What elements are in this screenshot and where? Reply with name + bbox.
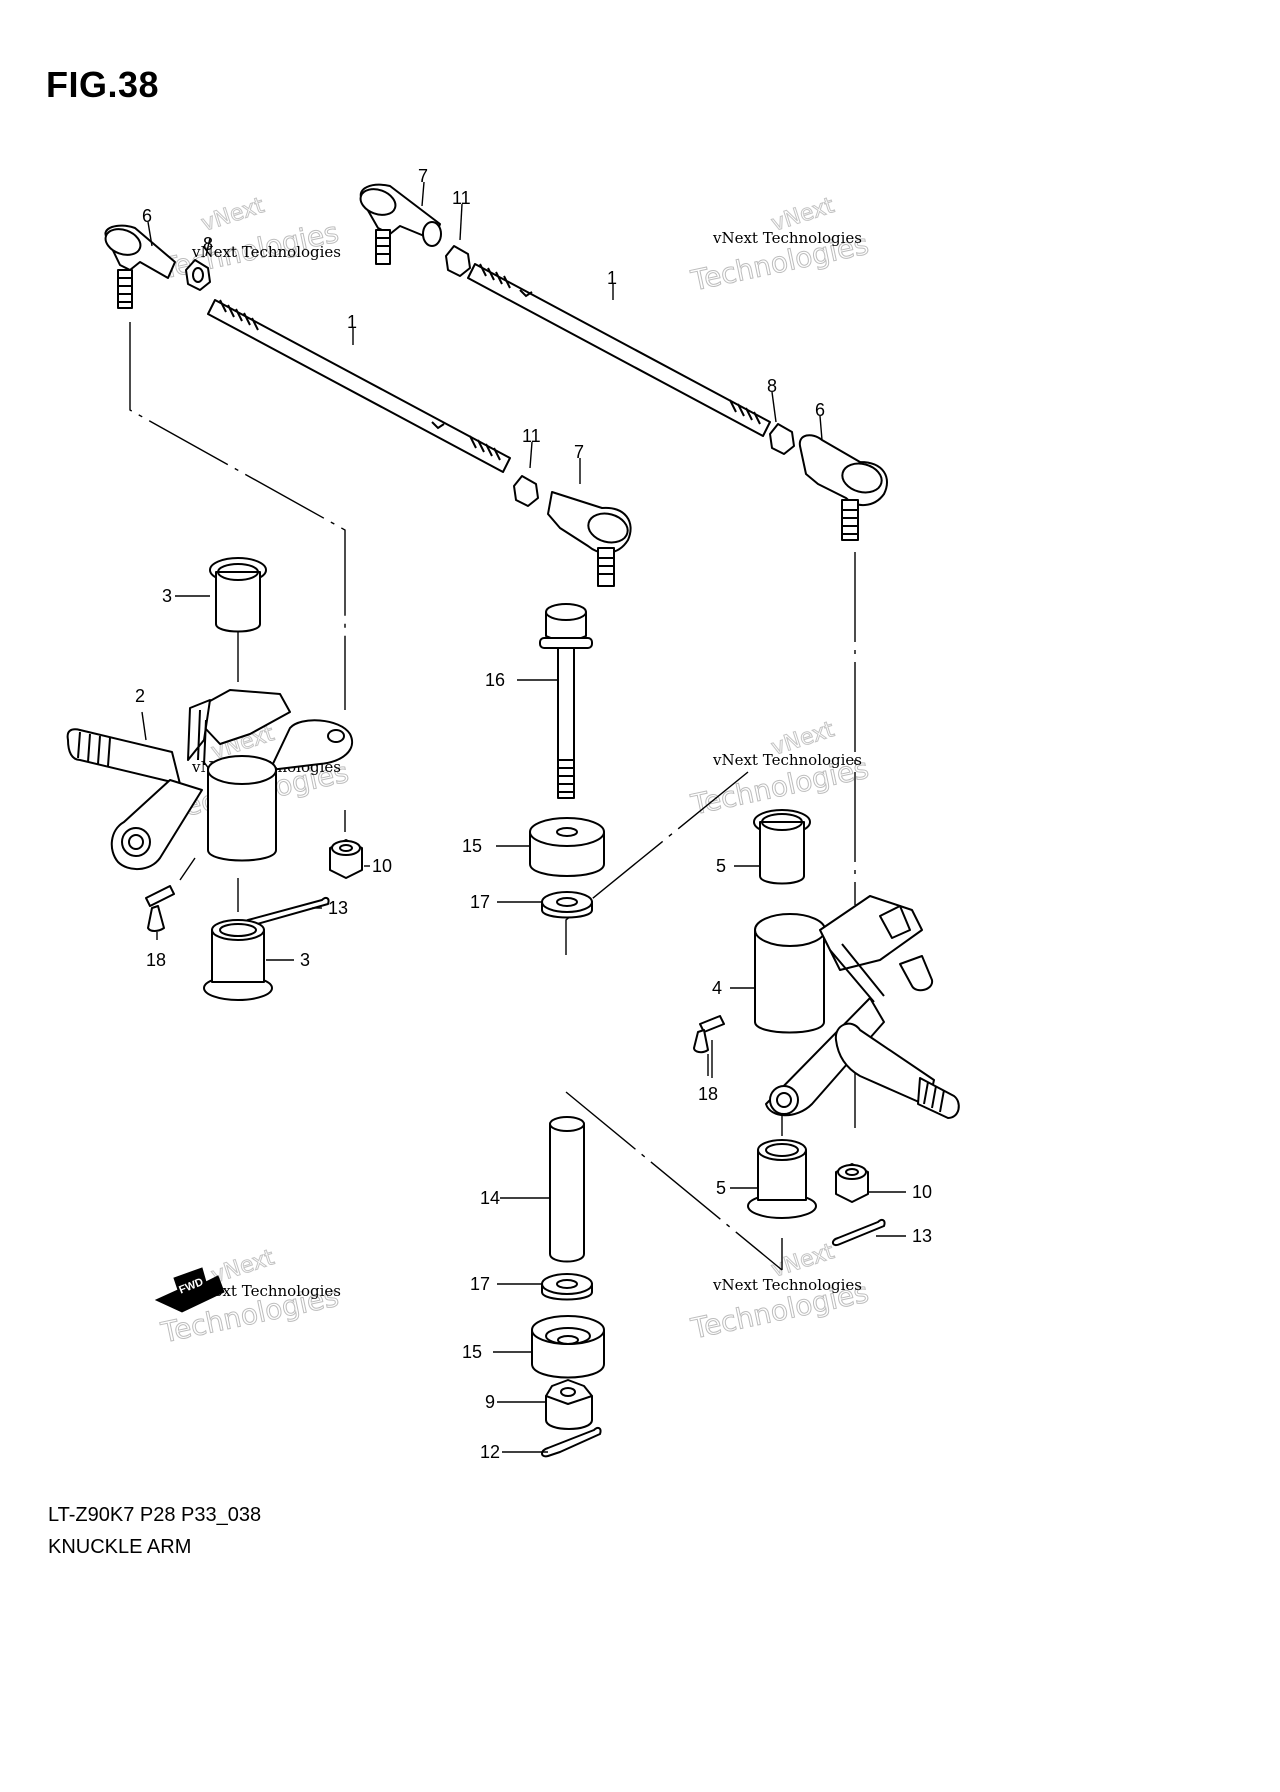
callout-4: 4 (712, 978, 722, 998)
figure-name: KNUCKLE ARM (48, 1536, 192, 1558)
model-code: LT-Z90K7 P28 P33_038 (48, 1504, 262, 1526)
part-11-nut-left (513, 475, 539, 507)
callout-3-lower: 3 (300, 950, 310, 970)
part-8-nut-left (185, 259, 211, 291)
watermark-text: vNext Technologies (712, 229, 862, 247)
assembly-centerlines (129, 322, 856, 1271)
callout-11-top: 11 (452, 188, 471, 208)
leader-lines (141, 181, 906, 1453)
figure-title: FIG.38 (46, 64, 160, 105)
part-9-nut (545, 1379, 593, 1430)
left-tie-rod (104, 224, 632, 587)
callout-6-right: 6 (815, 400, 825, 420)
centerline-left-grease (179, 857, 196, 881)
right-tie-rod (359, 183, 888, 541)
callout-10-left: 10 (372, 856, 392, 876)
part-7-tie-rod-end-left-b (547, 491, 632, 587)
part-12-cotter-pin (541, 1426, 602, 1458)
callout-17-upper: 17 (470, 892, 490, 912)
center-hardware (529, 603, 605, 1458)
part-10-nut-right (835, 1163, 869, 1203)
watermark-text: vNext Technologies (712, 751, 862, 769)
part-5-bushing-right-lower (747, 1139, 817, 1219)
watermark-text: vNext Technologies (191, 1282, 341, 1300)
callout-5-lower: 5 (716, 1178, 726, 1198)
centerline-left-tierod (129, 322, 346, 710)
left-knuckle-assembly (66, 557, 363, 1001)
callout-labels: 1 1 2 3 3 4 5 5 6 6 7 7 8 8 9 10 10 11 1… (135, 166, 932, 1462)
callout-1-right-rod: 1 (607, 268, 617, 288)
callout-1-left-rod: 1 (347, 312, 357, 332)
callout-15-lower: 15 (462, 1342, 482, 1362)
right-knuckle-assembly (693, 809, 960, 1247)
callout-13-right: 13 (912, 1226, 932, 1246)
part-18-grease-nipple-right (693, 1015, 725, 1054)
part-3-bushing-left-upper (209, 557, 267, 633)
part-15-spacer-upper (529, 817, 605, 877)
part-1-tie-rod-left (207, 299, 511, 473)
callout-6-left: 6 (142, 206, 152, 226)
callout-12: 12 (480, 1442, 500, 1462)
callout-11-bottom: 11 (522, 426, 541, 446)
centerline-bolt-to-knuckle (565, 771, 749, 955)
part-17-washer-lower (541, 1273, 593, 1301)
centerline-pin-to-knuckle (565, 1091, 783, 1271)
part-15-spacer-lower (531, 1315, 605, 1379)
callout-2: 2 (135, 686, 145, 706)
part-14-pin (549, 1116, 585, 1263)
callout-17-lower: 17 (470, 1274, 490, 1294)
part-2-knuckle-left (66, 689, 353, 870)
part-3-bushing-left-lower (203, 919, 273, 1001)
part-13-cotter-pin-right (832, 1218, 886, 1247)
watermark-arc-top: vNext (198, 193, 267, 237)
callout-10-right: 10 (912, 1182, 932, 1202)
callout-14: 14 (480, 1188, 500, 1208)
watermark-mid-right: vNext Technologies vNext Technologies (687, 717, 872, 822)
watermark-top-left: vNext Technologies vNext Technologies (157, 193, 342, 286)
callout-18-right: 18 (698, 1084, 718, 1104)
fwd-arrow-icon: FWD (154, 1267, 225, 1313)
watermark-text: vNext Technologies (712, 1276, 862, 1294)
part-18-grease-nipple-left (145, 885, 175, 932)
callout-7-top: 7 (418, 166, 428, 186)
callout-13-left: 13 (328, 898, 348, 918)
callout-9: 9 (485, 1392, 495, 1412)
callout-15-upper: 15 (462, 836, 482, 856)
watermark-text: vNext Technologies (191, 243, 341, 261)
part-11-nut-right (445, 245, 471, 277)
callout-16: 16 (485, 670, 505, 690)
part-1-tie-rod-right (467, 263, 771, 437)
callout-8-right: 8 (767, 376, 777, 396)
part-5-bushing-right-upper (753, 809, 811, 885)
callout-8-left: 8 (203, 234, 213, 254)
callout-18-left: 18 (146, 950, 166, 970)
part-16-bolt (539, 603, 593, 799)
part-4-knuckle-right (754, 895, 960, 1119)
watermark-top-right: vNext Technologies vNext Technologies (687, 193, 872, 298)
callout-3-upper: 3 (162, 586, 172, 606)
part-6-tie-rod-end-right-b (798, 434, 888, 541)
watermark-bottom-right: vNext Technologies vNext Technologies (687, 1239, 872, 1346)
part-7-tie-rod-end-right-a (359, 183, 442, 265)
callout-5-upper: 5 (716, 856, 726, 876)
part-8-nut-right (769, 423, 795, 455)
part-10-nut-left (329, 839, 363, 879)
part-17-washer-upper (541, 891, 593, 919)
callout-7-bottom: 7 (574, 442, 584, 462)
part-6-tie-rod-end-left-a (104, 224, 176, 309)
